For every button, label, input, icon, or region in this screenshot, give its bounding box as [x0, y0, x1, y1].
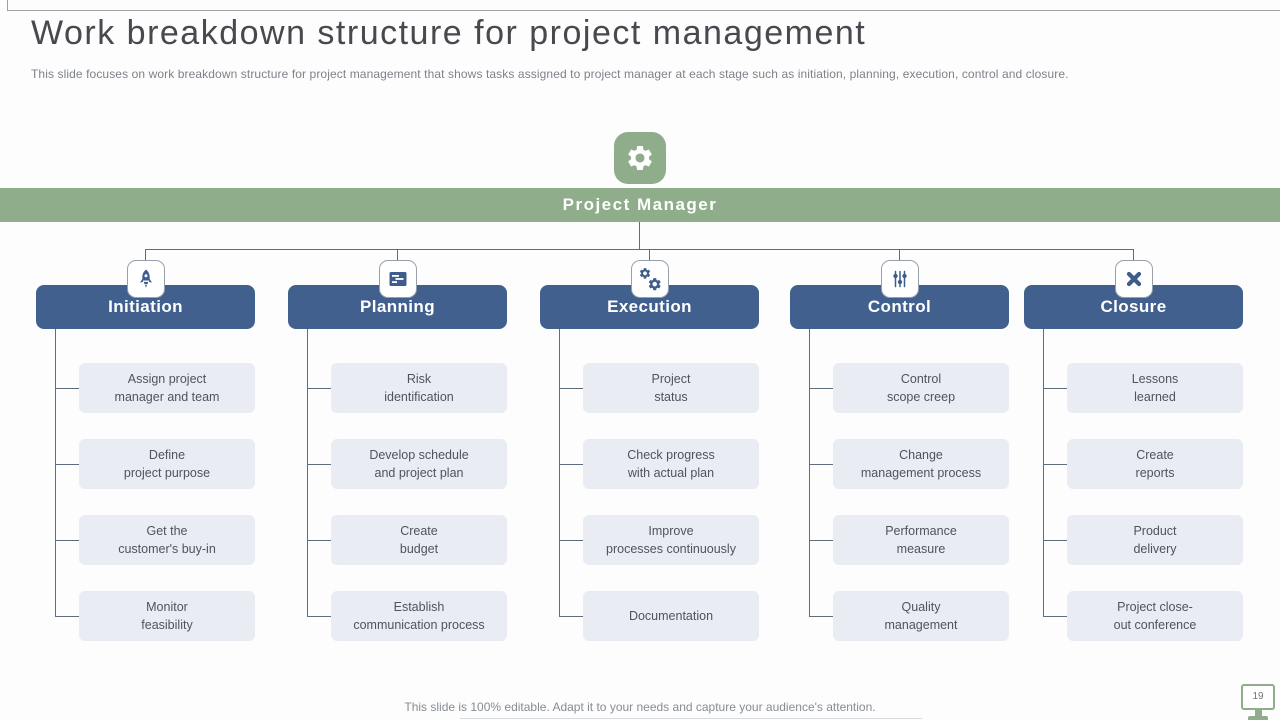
- gantt-chart-icon-glyph: [389, 272, 406, 286]
- footer-note: This slide is 100% editable. Adapt it to…: [404, 700, 876, 714]
- task-box[interactable]: Develop schedule and project plan: [307, 439, 507, 489]
- task-list: Project status Check progress with actua…: [559, 363, 759, 641]
- task-box[interactable]: Product delivery: [1043, 515, 1243, 565]
- connector-line: [559, 329, 560, 616]
- cross-icon[interactable]: [1114, 260, 1153, 298]
- gears-process-icon[interactable]: [630, 260, 669, 298]
- task-box[interactable]: Project status: [559, 363, 759, 413]
- connector-line: [649, 249, 650, 261]
- connector-line: [397, 249, 398, 261]
- task-box[interactable]: Control scope creep: [809, 363, 1009, 413]
- gear-icon-glyph: [628, 146, 652, 170]
- connector-line: [1043, 329, 1044, 616]
- task-box[interactable]: Assign project manager and team: [55, 363, 255, 413]
- task-box[interactable]: Quality management: [809, 591, 1009, 641]
- sliders-icon-glyph: [892, 270, 907, 288]
- task-box[interactable]: Establish communication process: [307, 591, 507, 641]
- page-title: Work breakdown structure for project man…: [31, 14, 867, 52]
- connector-line: [55, 329, 56, 616]
- footer-divider: [460, 718, 922, 719]
- gear-icon[interactable]: [614, 132, 666, 184]
- task-box[interactable]: Get the customer's buy-in: [55, 515, 255, 565]
- connector-line: [899, 249, 900, 261]
- task-box[interactable]: Project close- out conference: [1043, 591, 1243, 641]
- connector-line: [145, 249, 1134, 250]
- connector-line: [307, 329, 308, 616]
- project-manager-label: Project Manager: [562, 195, 718, 214]
- top-border-line: [7, 10, 1280, 11]
- column-control: Control Control scope creep Change manag…: [790, 260, 1009, 641]
- task-box[interactable]: Performance measure: [809, 515, 1009, 565]
- page-number: 19: [1241, 684, 1275, 710]
- task-box[interactable]: Define project purpose: [55, 439, 255, 489]
- rocket-icon[interactable]: [126, 260, 165, 298]
- task-box[interactable]: Check progress with actual plan: [559, 439, 759, 489]
- task-list: Assign project manager and team Define p…: [55, 363, 255, 641]
- monitor-base: [1248, 716, 1268, 720]
- gantt-chart-icon[interactable]: [378, 260, 417, 298]
- column-execution: Execution Project status Check progress …: [540, 260, 759, 641]
- gears-process-icon-glyph: [639, 268, 661, 291]
- cross-icon-glyph: [1126, 271, 1141, 287]
- slide-subtitle: This slide focuses on work breakdown str…: [31, 67, 1069, 81]
- task-box[interactable]: Create reports: [1043, 439, 1243, 489]
- task-box[interactable]: Improve processes continuously: [559, 515, 759, 565]
- project-manager-bar[interactable]: Project Manager: [0, 188, 1280, 222]
- stage-header-initiation[interactable]: Initiation: [36, 285, 255, 329]
- connector-line: [145, 249, 146, 261]
- task-box[interactable]: Create budget: [307, 515, 507, 565]
- task-list: Risk identification Develop schedule and…: [307, 363, 507, 641]
- connector-line: [809, 329, 810, 616]
- task-box[interactable]: Change management process: [809, 439, 1009, 489]
- task-box[interactable]: Documentation: [559, 591, 759, 641]
- monitor-icon[interactable]: 19: [1239, 684, 1277, 720]
- column-closure: Closure Lessons learned Create reports P…: [1024, 260, 1243, 641]
- top-left-tick: [7, 0, 8, 10]
- task-box[interactable]: Risk identification: [307, 363, 507, 413]
- task-list: Lessons learned Create reports Product d…: [1043, 363, 1243, 641]
- column-planning: Planning Risk identification Develop sch…: [288, 260, 507, 641]
- task-box[interactable]: Lessons learned: [1043, 363, 1243, 413]
- sliders-icon[interactable]: [880, 260, 919, 298]
- monitor-stand: [1254, 710, 1262, 716]
- connector-line: [639, 222, 640, 249]
- task-box[interactable]: Monitor feasibility: [55, 591, 255, 641]
- rocket-icon-glyph: [139, 269, 152, 288]
- connector-line: [1133, 249, 1134, 261]
- task-list: Control scope creep Change management pr…: [809, 363, 1009, 641]
- column-initiation: Initiation Assign project manager and te…: [36, 260, 255, 641]
